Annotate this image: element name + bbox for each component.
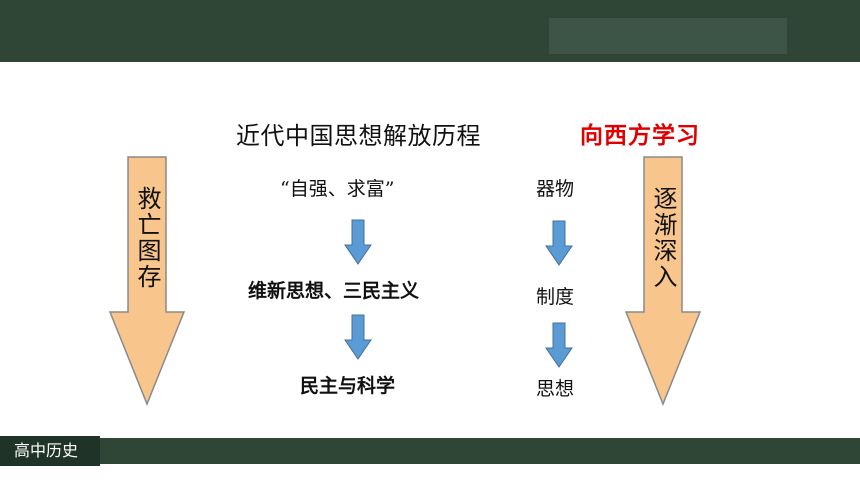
bottom-footer-bar [0,438,860,464]
page-title: 近代中国思想解放历程 [236,122,481,150]
stage-1-self-strengthening: “自强、求富” [280,178,395,200]
stage-2-reform-ideas: 维新思想、三民主义 [248,280,420,302]
right-arrow-label: 逐渐深入 [649,186,677,290]
footer-label: 高中历史 [0,436,100,466]
aspect-thought: 思想 [536,378,575,400]
right-small-arrow-1 [545,220,573,266]
aspect-objects: 器物 [536,178,575,200]
aspect-institutions: 制度 [536,286,575,308]
left-small-arrow-1 [344,219,372,265]
left-down-arrow [109,156,185,406]
left-small-arrow-2 [344,314,372,360]
stage-3-democracy-science: 民主与科学 [300,375,396,397]
left-arrow-label: 救亡图存 [133,186,161,290]
top-header-bar [0,0,860,62]
page-subtitle: 向西方学习 [580,123,700,149]
header-decoration [549,18,787,54]
right-down-arrow [625,156,701,406]
right-small-arrow-2 [545,322,573,368]
